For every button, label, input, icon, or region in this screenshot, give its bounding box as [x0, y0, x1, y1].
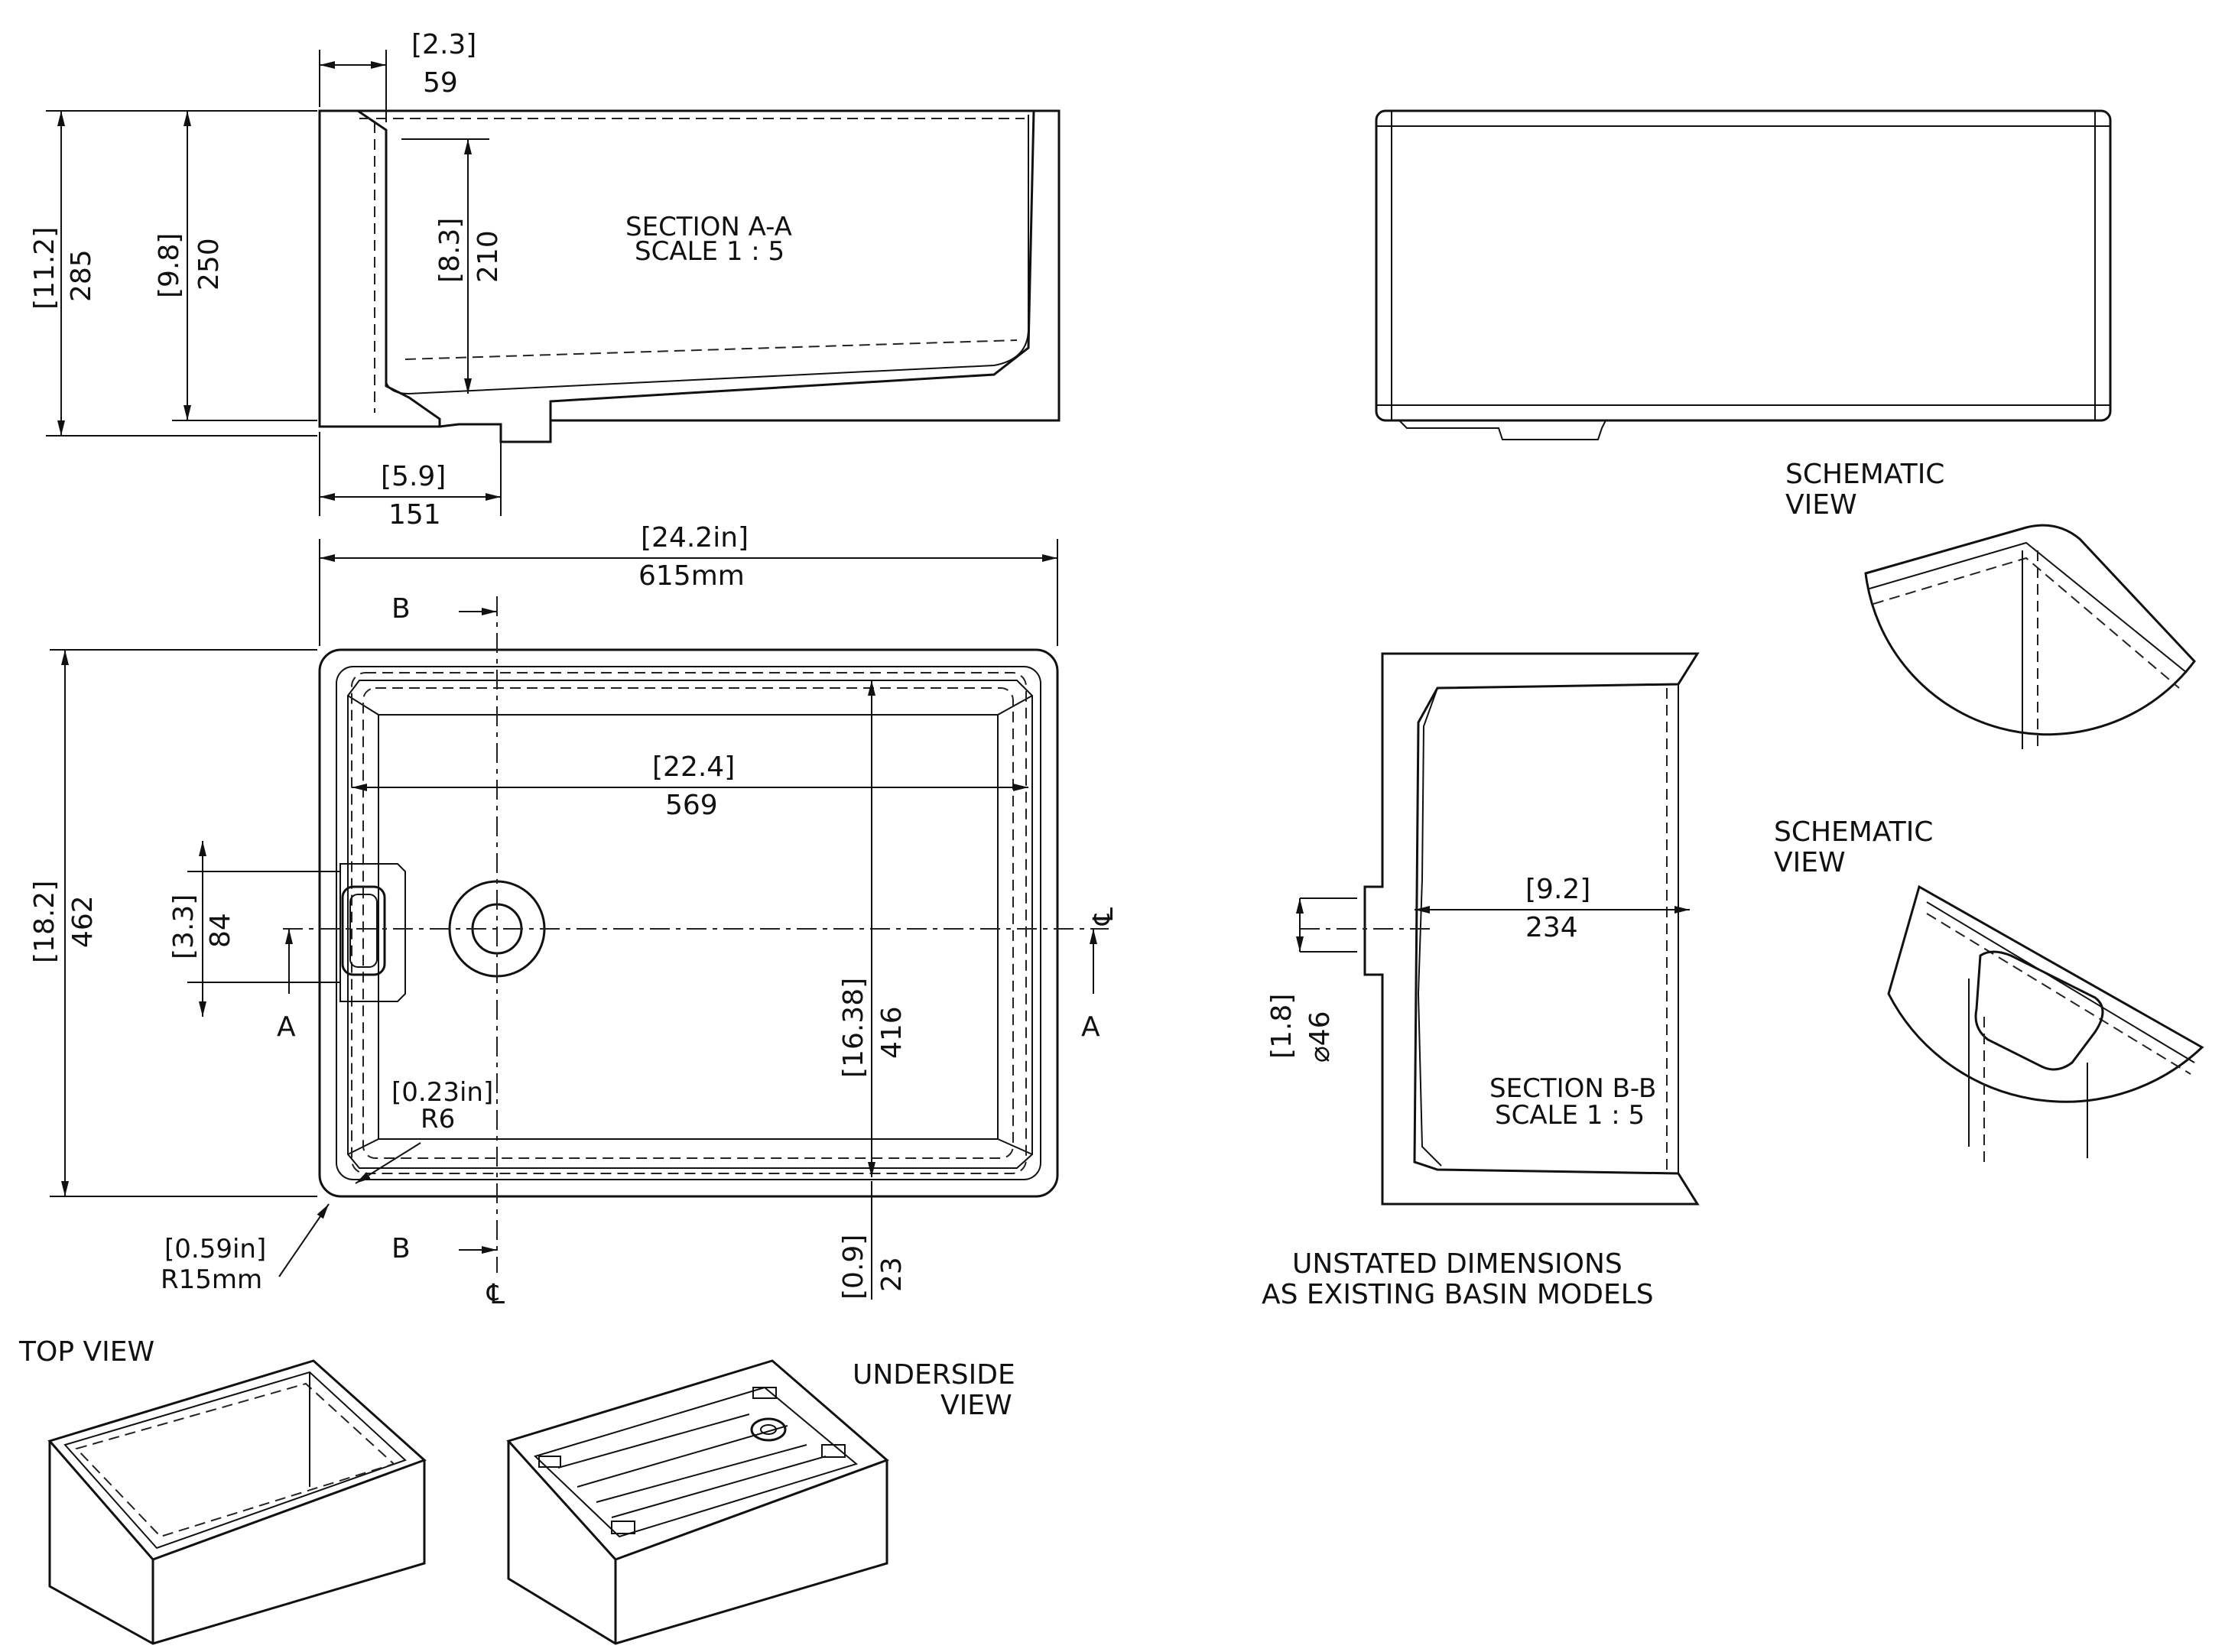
overflow-slot-inner — [349, 894, 378, 968]
section-a-a-inner-bowl — [385, 115, 1029, 395]
section-b-b-inner-w-mm: 234 — [1525, 912, 1578, 943]
front-elevation-body — [1375, 109, 2112, 422]
schematic-2-hidden — [1926, 913, 2191, 1075]
schematic-2-outline — [1887, 884, 2204, 1103]
dim-bowl-h-mm: 210 — [473, 230, 504, 283]
hole-in: [1.8] — [1266, 994, 1298, 1059]
inner-w-mm: 569 — [665, 790, 718, 821]
isometric-top-view: TOP VIEW — [18, 1336, 427, 1645]
unstated-note-line-2: AS EXISTING BASIN MODELS — [1262, 1279, 1654, 1310]
schematic-view-1: SCHEMATIC VIEW — [1785, 459, 2196, 749]
iso-under-foot — [538, 1456, 561, 1468]
section-b-b-inner — [1417, 687, 1442, 1167]
schematic-2-edge — [1926, 901, 2195, 1063]
overflow-mm: 84 — [205, 913, 236, 948]
corner-in: [0.59in] — [164, 1234, 266, 1264]
schematic-view-2: SCHEMATIC VIEW — [1774, 816, 2204, 1162]
label-a-left: A — [277, 1011, 296, 1043]
dim-bottom-mm: 151 — [388, 499, 441, 531]
iso-top-hidden — [75, 1382, 395, 1538]
section-b-b-title: SECTION B-B — [1489, 1073, 1656, 1104]
iso-under-foot — [752, 1387, 777, 1399]
depth-mm: 416 — [876, 1006, 908, 1059]
top-plan-view: B B A A ℄ ℄ [24.2in] 615mm [22.4] 569 [1… — [29, 522, 1119, 1310]
iso-under-drain-inner — [760, 1424, 777, 1435]
front-elevation-foot — [1398, 420, 1606, 440]
schematic-2-label-a: SCHEMATIC — [1774, 816, 1933, 848]
overflow-slot-opening — [341, 885, 386, 976]
dim-top-in: [2.3] — [411, 29, 476, 60]
radius-r15-leader — [278, 1203, 330, 1277]
underside-label-line-1: UNDERSIDE — [853, 1359, 1015, 1391]
dim-total-h-mm: 285 — [66, 249, 97, 302]
radius-in: [0.23in] — [391, 1077, 493, 1108]
height-in: [18.2] — [29, 881, 60, 963]
iso-top-body — [48, 1441, 426, 1645]
radius-mm: R6 — [421, 1104, 455, 1134]
corner-mm: R15mm — [161, 1264, 262, 1295]
dim-inner-h-mm: 250 — [193, 238, 225, 290]
corner-line — [997, 1138, 1033, 1155]
rim-in: [0.9] — [838, 1235, 869, 1300]
isometric-underside-view: UNDERSIDE VIEW — [506, 1359, 1015, 1645]
unstated-note-line-1: UNSTATED DIMENSIONS — [1292, 1248, 1622, 1280]
iso-under-foot — [821, 1444, 846, 1458]
radius-r6-leader — [355, 1142, 421, 1184]
section-a-a-view: [2.3] 59 [11.2] 285 [9.8] 250 [8.3] 210 … — [29, 29, 1061, 531]
schematic-1-outline — [1864, 524, 2196, 736]
top-view-label: TOP VIEW — [18, 1336, 154, 1368]
iso-under-ribs — [557, 1413, 827, 1518]
hole-mm: ⌀46 — [1304, 1011, 1336, 1063]
schematic-1-edge — [1869, 541, 2188, 673]
centre-line-symbol-right: ℄ — [1088, 907, 1119, 926]
depth-in: [16.38] — [838, 978, 869, 1078]
schematic-2-label-b: VIEW — [1774, 847, 1846, 878]
underside-label-line-2: VIEW — [940, 1390, 1012, 1421]
section-a-a-scale: SCALE 1 : 5 — [635, 236, 784, 267]
schematic-1-label-a: SCHEMATIC — [1785, 459, 1944, 490]
height-mm: 462 — [67, 895, 99, 948]
dim-bottom-in: [5.9] — [381, 461, 446, 492]
dim-inner-h-in: [9.8] — [154, 233, 185, 298]
dim-top-mm: 59 — [423, 67, 458, 99]
section-a-a-left-wall — [318, 109, 441, 428]
inner-w-in: [22.4] — [652, 751, 735, 783]
section-a-a-title: SECTION A-A — [625, 212, 792, 242]
label-b-bottom: B — [391, 1233, 411, 1264]
plan-outer-rim — [318, 648, 1059, 1198]
label-a-right: A — [1081, 1011, 1100, 1043]
section-a-a-hidden-line-2 — [404, 339, 1018, 360]
iso-top-rim — [47, 1359, 427, 1561]
rim-mm: 23 — [876, 1257, 908, 1292]
schematic-1-hidden — [1873, 557, 2180, 689]
centre-line-symbol-bottom: ℄ — [486, 1279, 505, 1310]
iso-under-foot — [611, 1521, 635, 1534]
iso-top-bowl — [63, 1371, 407, 1550]
iso-under-drain — [750, 1417, 787, 1442]
plan-hidden-outline-2 — [362, 687, 1014, 1159]
plan-bowl-top — [347, 680, 1033, 1169]
label-b-top: B — [391, 593, 411, 625]
dim-bowl-h-in: [8.3] — [434, 218, 466, 283]
section-b-b-inner-w-in: [9.2] — [1525, 874, 1590, 905]
corner-line — [997, 695, 1033, 716]
section-b-b-view: [9.2] 234 [1.8] ⌀46 SECTION B-B SCALE 1 … — [1266, 652, 1700, 1206]
iso-under-recess — [534, 1386, 859, 1538]
iso-under-base — [506, 1359, 889, 1561]
plan-hidden-outline — [351, 672, 1027, 1174]
width-mm: 615mm — [638, 560, 745, 592]
section-b-b-scale: SCALE 1 : 5 — [1495, 1100, 1645, 1131]
overflow-slot — [339, 863, 406, 1002]
dim-total-h-in: [11.2] — [29, 227, 60, 310]
width-in: [24.2in] — [641, 522, 749, 553]
schematic-1-label-b: VIEW — [1785, 489, 1857, 521]
schematic-2-overflow — [1974, 950, 2104, 1071]
front-elevation-view — [1375, 109, 2112, 440]
plan-inner-rim — [336, 666, 1041, 1180]
overflow-in: [3.3] — [168, 894, 200, 959]
